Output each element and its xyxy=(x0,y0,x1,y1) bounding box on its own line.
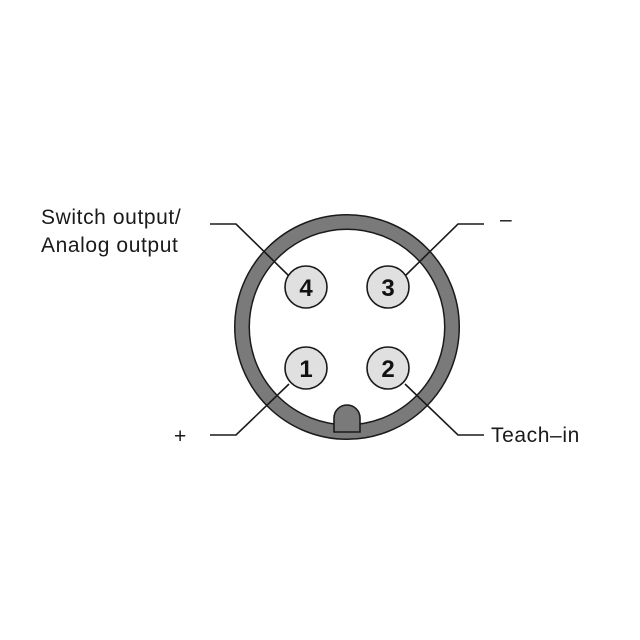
pin-1-number: 1 xyxy=(299,356,312,383)
pin3-label: – xyxy=(500,208,512,231)
pin1-label: + xyxy=(174,425,187,448)
pin4-label-line1: Switch output/ xyxy=(41,206,181,229)
pin-1: 1 xyxy=(284,346,328,390)
pin-1-contact xyxy=(284,346,328,390)
leader-line-pin3 xyxy=(404,223,484,277)
leader-lines xyxy=(210,223,484,436)
pin-4-contact xyxy=(284,265,328,309)
leader-line-pin4 xyxy=(210,223,290,277)
leader-line-pin1 xyxy=(210,383,290,436)
pin4-label-line2: Analog output xyxy=(41,234,178,257)
pin-3-contact xyxy=(366,265,410,309)
pin-2-number: 2 xyxy=(381,356,394,383)
pin-4: 4 xyxy=(284,265,328,309)
leader-line-pin2 xyxy=(404,383,484,436)
coding-key xyxy=(333,404,361,433)
housing-ring-fill xyxy=(235,215,459,439)
pin-3: 3 xyxy=(366,265,410,309)
pin-4-number: 4 xyxy=(299,275,313,302)
connector-housing xyxy=(234,214,460,440)
pin-2-contact xyxy=(366,346,410,390)
pin-3-number: 3 xyxy=(381,275,394,302)
pin2-label: Teach–in xyxy=(491,424,580,447)
pin-2: 2 xyxy=(366,346,410,390)
